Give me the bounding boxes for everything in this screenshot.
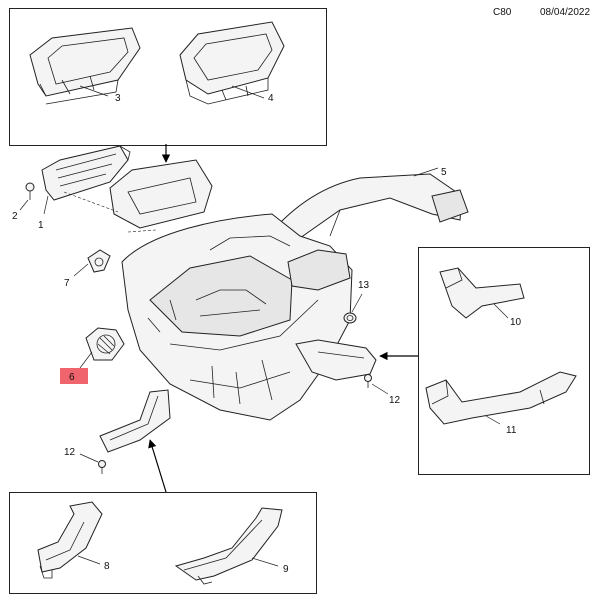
leader-2: [19, 199, 29, 211]
callout-13: 13: [358, 280, 370, 291]
part-9-duct[interactable]: [174, 507, 283, 585]
part-8-duct[interactable]: [37, 501, 103, 579]
leader-8: [77, 555, 101, 565]
part-1-grille[interactable]: [41, 145, 131, 201]
leader-7: [73, 263, 89, 277]
callout-8: 8: [104, 561, 110, 572]
diagram-code: C80: [493, 7, 512, 18]
leader-4: [231, 85, 265, 99]
callout-5: 5: [441, 167, 447, 178]
part-7-clip[interactable]: [87, 249, 111, 273]
leader-12-left: [79, 453, 99, 463]
leader-10: [493, 303, 509, 319]
leader-6: [79, 351, 93, 369]
part-2-clip[interactable]: [25, 182, 35, 200]
leader-5: [413, 167, 439, 177]
part-lower-duct[interactable]: [99, 389, 171, 453]
part-outlet-center[interactable]: [109, 159, 213, 229]
leader-12-right: [371, 383, 389, 395]
part-11-duct[interactable]: [425, 371, 577, 425]
part-12-screw-right[interactable]: [364, 374, 372, 389]
part-13-grommet[interactable]: [343, 312, 357, 324]
callout-2: 2: [12, 211, 18, 222]
callout-4: 4: [268, 93, 274, 104]
part-12-screw-left[interactable]: [98, 460, 106, 475]
arrow-bottom-box: [148, 439, 167, 493]
callout-11: 11: [506, 425, 517, 436]
hvac-module[interactable]: [121, 213, 353, 421]
callout-1: 1: [38, 220, 44, 231]
callout-12-left: 12: [64, 447, 76, 458]
diagram-date: 08/04/2022: [540, 7, 591, 18]
callout-3: 3: [115, 93, 121, 104]
part-3-outlet-bezel[interactable]: [29, 27, 141, 105]
callout-9: 9: [283, 564, 289, 575]
callout-6-highlight: [60, 368, 88, 384]
part-floor-duct[interactable]: [295, 339, 377, 381]
leader-11: [485, 415, 501, 425]
leader-1: [43, 195, 49, 215]
callout-10: 10: [510, 317, 522, 328]
part-6-outlet[interactable]: [85, 327, 125, 361]
callout-12-right: 12: [389, 395, 401, 406]
callout-7: 7: [64, 278, 70, 289]
part-4-outlet-bezel[interactable]: [179, 21, 285, 105]
leader-13: [351, 293, 363, 313]
leader-3: [79, 85, 109, 97]
callout-6: 6: [69, 372, 75, 383]
part-10-duct[interactable]: [439, 267, 525, 319]
part-5-duct[interactable]: [266, 173, 469, 251]
leader-9: [251, 557, 279, 567]
